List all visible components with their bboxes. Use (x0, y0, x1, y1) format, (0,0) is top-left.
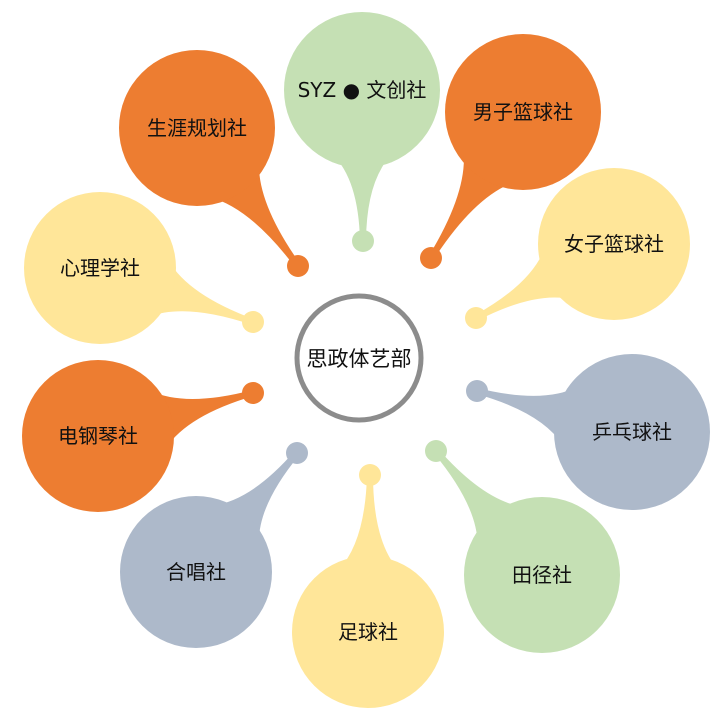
club-label: 心理学社 (60, 256, 140, 280)
center-node: 思政体艺部 (294, 293, 424, 423)
club-connector-dot (466, 380, 488, 402)
club-label: 乒乓球社 (592, 420, 672, 444)
club-label: SYZ ● 文创社 (298, 78, 427, 102)
club-bubble (284, 12, 440, 168)
club-connector-dot (359, 464, 381, 486)
club-stem (149, 390, 254, 449)
club-node: 男子篮球社 (420, 34, 601, 269)
club-label: 合唱社 (166, 560, 226, 584)
club-connector-dot (420, 247, 442, 269)
club-connector-dot (242, 311, 264, 333)
club-bubble (554, 354, 710, 510)
club-label: 足球社 (338, 620, 398, 644)
club-label: 男子篮球社 (473, 100, 573, 124)
club-connector-dot (287, 255, 309, 277)
club-node: 心理学社 (24, 192, 264, 344)
club-node: SYZ ● 文创社 (284, 12, 440, 252)
club-node: 生涯规划社 (119, 50, 309, 277)
club-stem (476, 386, 578, 445)
club-node: 乒乓球社 (466, 354, 710, 510)
club-bubble (464, 497, 620, 653)
club-bubble (292, 556, 444, 708)
club-label: 电钢琴社 (58, 424, 138, 448)
club-connector-dot (242, 382, 264, 404)
club-connector-dot (465, 307, 487, 329)
club-node: 电钢琴社 (22, 360, 264, 512)
center-label: 思政体艺部 (307, 347, 412, 371)
club-bubble (119, 50, 275, 206)
club-node: 合唱社 (120, 442, 308, 648)
club-bubble (538, 168, 690, 320)
club-node: 足球社 (292, 464, 444, 708)
club-connector-dot (286, 442, 308, 464)
club-label: 生涯规划社 (147, 116, 247, 140)
club-connector-dot (352, 230, 374, 252)
club-stem (338, 474, 399, 571)
center-ring (294, 293, 424, 423)
club-node: 田径社 (425, 440, 620, 653)
club-bubble (24, 192, 176, 344)
club-label: 女子篮球社 (564, 232, 664, 256)
club-bubble (445, 34, 601, 190)
club-connector-dot (425, 440, 447, 462)
club-node: 女子篮球社 (465, 168, 690, 329)
club-stem (332, 153, 393, 242)
club-bubble (22, 360, 174, 512)
club-bubble (120, 496, 272, 648)
club-label: 田径社 (512, 563, 572, 587)
